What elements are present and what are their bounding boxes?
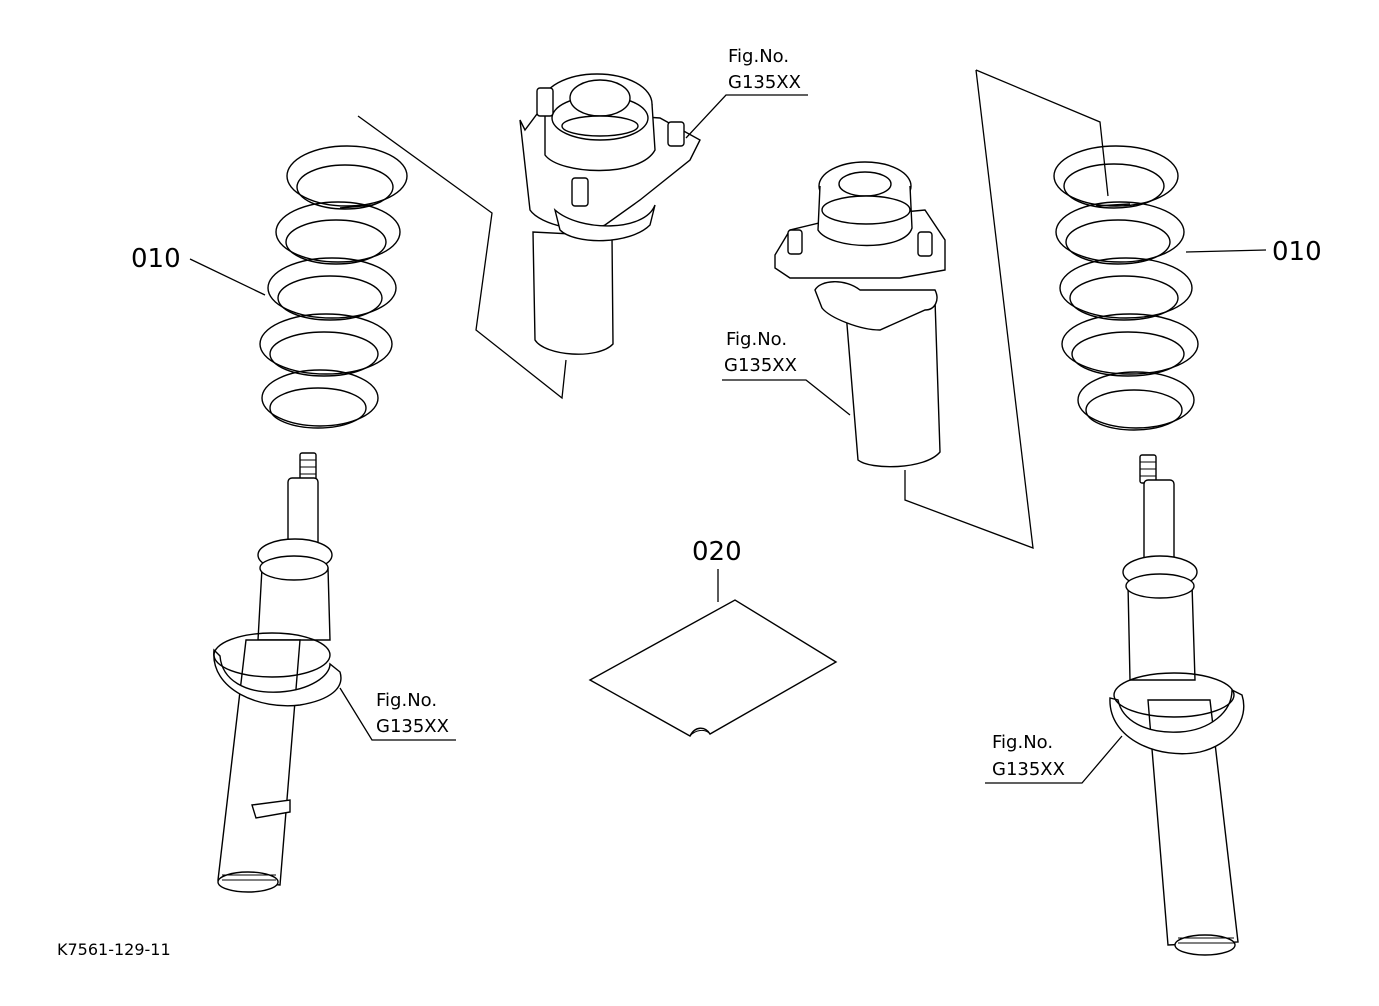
right-strut-mount[interactable] [774, 161, 946, 468]
fig-ref-number: G135XX [992, 759, 1065, 780]
assembly-bracket-lines [357, 69, 1109, 549]
callout-spring-left: 010 [131, 244, 266, 296]
kit-sheet-020[interactable] [588, 599, 838, 737]
fig-ref-number: G135XX [376, 716, 449, 737]
callout-label: 010 [1272, 237, 1322, 267]
callout-label: 010 [131, 244, 181, 274]
drawing-code: K7561-129-11 [57, 940, 171, 959]
fig-ref-label: Fig.No. [728, 46, 789, 67]
callout-kit-sheet: 020 [692, 537, 742, 602]
fig-ref-left-seat: Fig.No. G135XX [339, 687, 456, 741]
fig-ref-right-seat: Fig.No. G135XX [985, 732, 1123, 784]
right-coil-spring[interactable] [1053, 145, 1199, 431]
callout-spring-right: 010 [1185, 237, 1322, 267]
callout-label: 020 [692, 537, 742, 567]
fig-ref-top-left: Fig.No. G135XX [685, 46, 808, 139]
left-shock-absorber[interactable] [213, 452, 342, 893]
fig-ref-mid-right: Fig.No. G135XX [722, 329, 851, 416]
left-coil-spring[interactable] [259, 145, 408, 429]
right-shock-absorber[interactable] [1109, 454, 1245, 956]
fig-ref-number: G135XX [728, 72, 801, 93]
fig-ref-label: Fig.No. [726, 329, 787, 350]
fig-ref-number: G135XX [724, 355, 797, 376]
fig-ref-label: Fig.No. [376, 690, 437, 711]
left-strut-mount[interactable] [519, 73, 701, 355]
fig-ref-label: Fig.No. [992, 732, 1053, 753]
